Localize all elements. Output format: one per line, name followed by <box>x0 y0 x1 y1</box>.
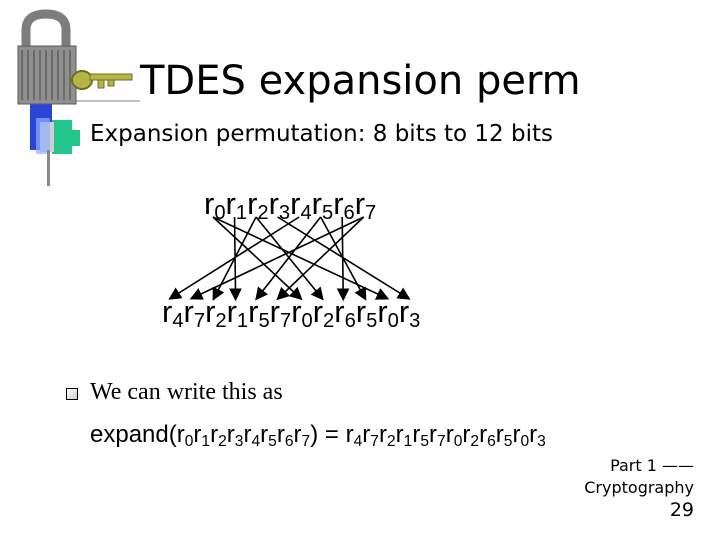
permutation-arrow <box>277 216 411 300</box>
bullet-square-icon <box>66 388 78 400</box>
key-tooth <box>97 79 105 89</box>
deco-horizontal-line <box>58 100 140 102</box>
top-bit: r7 <box>354 186 377 225</box>
expand-input-bit: r3 <box>226 421 244 450</box>
footer-topic: Cryptography <box>584 478 694 497</box>
footer-part: Part 1 —— <box>610 456 694 475</box>
expand-output-bit: r2 <box>378 421 396 450</box>
bottom-bit: r2 <box>205 294 227 333</box>
top-bit: r3 <box>268 186 291 225</box>
expand-output-bit: r0 <box>512 421 530 450</box>
bottom-bit: r6 <box>334 294 356 333</box>
expand-input-bit: r2 <box>210 421 227 450</box>
permutation-arrow <box>212 216 303 301</box>
top-bit: r1 <box>225 186 248 225</box>
permutation-arrow <box>212 216 390 300</box>
bullet-expansion-permutation: Expansion permutation: 8 bits to 12 bits <box>90 121 553 147</box>
top-bit: r5 <box>311 186 334 225</box>
bottom-bit: r4 <box>162 294 184 333</box>
expand-input-bit: r0 <box>176 421 194 450</box>
expand-input-bit: r4 <box>243 421 261 450</box>
bottom-bit: r5 <box>248 294 270 333</box>
padlock-logo <box>17 9 140 186</box>
expand-output-bit: r7 <box>362 421 379 450</box>
top-bit: r0 <box>204 186 226 225</box>
permutation-arrow <box>255 216 324 301</box>
expand-output-bit: r3 <box>529 421 546 450</box>
permutation-arrow <box>189 216 365 300</box>
bottom-bit: r0 <box>291 294 313 333</box>
bottom-bit: r3 <box>398 294 421 333</box>
deco-square-lightblue <box>36 118 50 154</box>
expand-output-bit: r4 <box>345 421 363 450</box>
expand-output-bit: r2 <box>462 421 480 450</box>
lock-shackle <box>21 9 71 50</box>
top-permutation-row: r0r1r2r3r4r5r6r7 <box>204 186 376 225</box>
bottom-bit: r1 <box>226 294 249 333</box>
expand-input-bit: r5 <box>260 421 277 450</box>
expand-input-bit: r7 <box>293 421 311 450</box>
bullet-write-this-as: We can write this as <box>90 379 283 405</box>
top-bit: r4 <box>290 186 312 225</box>
bottom-bit: r7 <box>183 294 206 333</box>
expand-output-bit: r5 <box>412 421 430 450</box>
expand-output-bit: r1 <box>395 421 413 450</box>
top-bit: r6 <box>333 186 355 225</box>
expand-output-bit: r0 <box>445 421 463 450</box>
page-number: 29 <box>669 499 694 521</box>
permutation-arrow <box>276 216 365 301</box>
bottom-bit: r0 <box>377 294 399 333</box>
expand-equation: expand(r0r1r2r3r4r5r6r7) = r4r7r2r1r5r7r… <box>90 421 546 450</box>
footer: Part 1 —— Cryptography 29 <box>584 455 694 521</box>
bottom-bit: r2 <box>312 294 335 333</box>
expand-output-bit: r5 <box>495 421 513 450</box>
permutation-arrow <box>229 216 242 302</box>
bottom-permutation-row: r4r7r2r1r5r7r0r2r6r5r0r3 <box>162 294 420 333</box>
bottom-bit: r7 <box>269 294 292 333</box>
expand-output-bit: r6 <box>479 421 496 450</box>
deco-vertical-line <box>47 150 50 186</box>
bottom-bit: r5 <box>355 294 378 333</box>
expand-input-bit: r1 <box>193 421 211 450</box>
expand-output-bit: r7 <box>429 421 446 450</box>
top-bit: r2 <box>247 186 269 225</box>
slide-title: TDES expansion perm <box>140 58 581 104</box>
bullet-square-icon <box>64 130 80 146</box>
key-tooth <box>107 79 115 87</box>
expand-input-bit: r6 <box>276 421 294 450</box>
